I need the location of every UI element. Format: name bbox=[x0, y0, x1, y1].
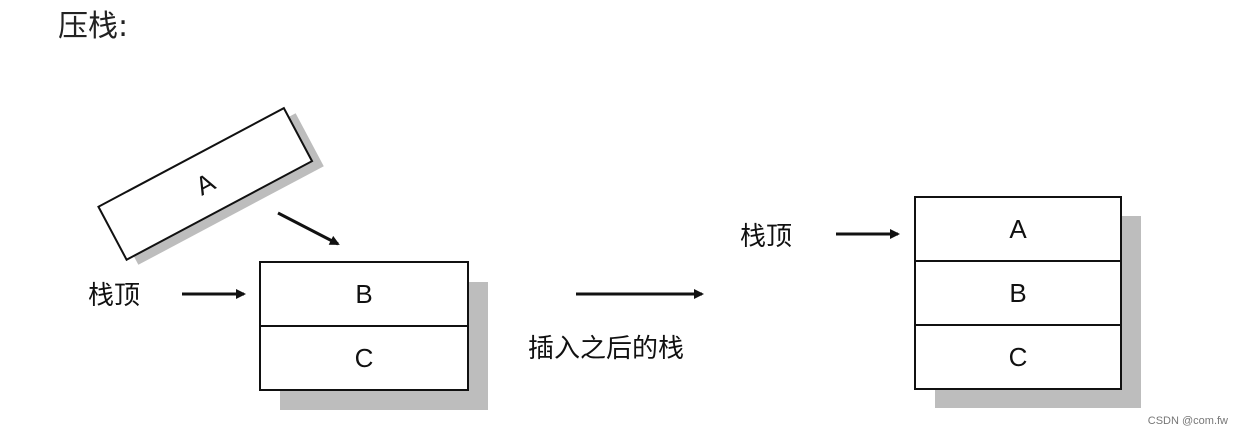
stack-after-cell-label: B bbox=[1009, 278, 1026, 308]
incoming-element-box bbox=[97, 106, 314, 262]
incoming-element: A bbox=[97, 106, 324, 265]
stack-after-cell bbox=[914, 324, 1122, 390]
stack-top-label-after: 栈顶 bbox=[740, 222, 792, 252]
stack-top-label-before: 栈顶 bbox=[88, 281, 140, 311]
push-arrow bbox=[277, 211, 340, 246]
transition-label: 插入之后的栈 bbox=[528, 334, 684, 364]
stack-before-cell-label: C bbox=[355, 343, 374, 373]
stack-after-cell-label: C bbox=[1009, 342, 1028, 372]
watermark: CSDN @com.fw bbox=[1147, 415, 1228, 427]
stack-before-cell bbox=[259, 325, 469, 391]
stack-after: A B C bbox=[914, 196, 1141, 408]
page-title: 压栈: bbox=[58, 9, 129, 44]
stack-before: B C bbox=[259, 261, 488, 410]
stack-before-cell-label: B bbox=[355, 279, 372, 309]
stack-after-cell bbox=[914, 260, 1122, 326]
stack-after-cell-label: A bbox=[1009, 214, 1027, 244]
